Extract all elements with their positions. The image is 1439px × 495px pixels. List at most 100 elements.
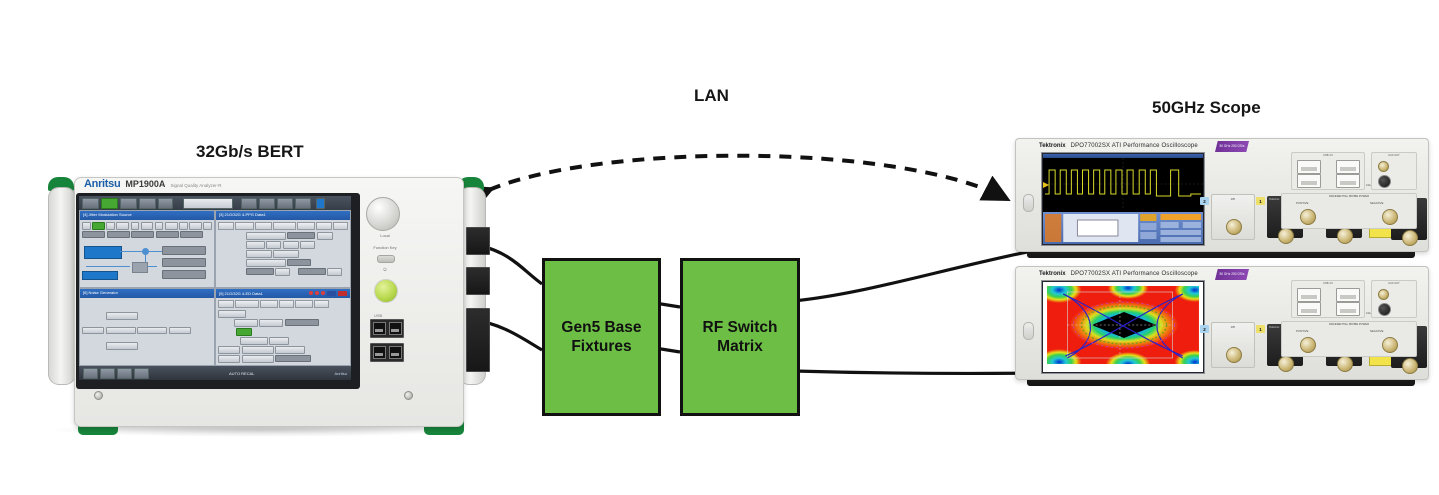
scope-bottom-usb-group[interactable]: USB 3.0 [1291, 280, 1365, 318]
ed-val-interval[interactable] [269, 337, 289, 345]
ppg-unit-bitrate[interactable] [316, 232, 333, 240]
noise-sel-presets[interactable] [105, 312, 138, 320]
jitter-toggle-row[interactable] [82, 222, 212, 230]
usb-pair-top[interactable] [370, 319, 404, 338]
ppg-tab-pattern[interactable] [255, 222, 273, 230]
scope-top-negative-connector[interactable] [1382, 209, 1398, 225]
scope-bottom-bnc-connector[interactable] [1378, 303, 1391, 316]
scope-bottom-usb-2[interactable] [1336, 288, 1360, 302]
block-gen5-base-fixtures[interactable]: Gen5 Base Fixtures [542, 258, 661, 416]
ed-sel-gating[interactable] [218, 310, 246, 318]
ed-tab-result[interactable] [218, 300, 234, 308]
instrument-bert[interactable]: Anritsu MP1900A Signal Quality Analyzer-… [26, 165, 494, 447]
instrument-scope-top[interactable]: Tektronix DPO77002SX ATI Performance Osc… [1015, 138, 1429, 258]
ppg-tab-misc2[interactable] [332, 222, 348, 230]
scope-top-usb-1[interactable] [1297, 160, 1321, 174]
scope-top-channel-tag-1[interactable]: 1 [1256, 197, 1265, 205]
noise-chk-data1[interactable] [82, 326, 104, 334]
block-rf-switch-matrix[interactable]: RF Switch Matrix [680, 258, 800, 416]
ed-val-timestamp[interactable] [275, 355, 311, 363]
bert-pane-ed[interactable]: [5] 21G/32G 4-ED Data1 [215, 288, 351, 366]
usb-ports-group[interactable] [370, 319, 404, 367]
sw-btn-autosearch[interactable] [277, 197, 293, 209]
ed-tab-capture[interactable] [295, 300, 313, 308]
scope-bottom-usb-3[interactable] [1297, 302, 1321, 316]
ed-tab-pattern[interactable] [260, 300, 278, 308]
bert-handle-left[interactable] [48, 187, 76, 385]
ed-tab-misc[interactable] [314, 300, 329, 308]
jitter-ssc-toggle[interactable] [140, 222, 154, 230]
jitter-ext-tag[interactable] [203, 222, 212, 230]
diagram-clock-source[interactable] [84, 246, 122, 259]
ppg-tab-misc1[interactable] [316, 222, 332, 230]
diagram-subrate-clock[interactable] [162, 270, 206, 279]
scope-top-display[interactable] [1043, 154, 1203, 244]
bert-screen[interactable]: [4] Jitter Modulation Source [79, 196, 351, 380]
sw-btn-misc[interactable] [158, 197, 173, 209]
ppg-sel-clockon[interactable] [300, 241, 315, 249]
jitter-val-2[interactable] [106, 231, 130, 238]
usb-port-1[interactable] [372, 322, 386, 335]
jitter-sj2-tag[interactable] [106, 222, 115, 230]
jitter-val-5[interactable] [180, 231, 203, 238]
diagram-ref-clock[interactable] [162, 258, 206, 267]
ppg-tab-bitcycle[interactable] [297, 222, 316, 230]
ppg-unit-amp1[interactable] [275, 268, 290, 276]
scope-bottom-probe1-sma[interactable] [1278, 356, 1294, 372]
jitter-rj-tag[interactable] [179, 222, 188, 230]
ppg-lbl-clock[interactable] [282, 241, 299, 249]
usb-pair-bottom[interactable] [370, 343, 404, 362]
diagram-clock-to-ppg[interactable] [162, 246, 206, 255]
usb-port-2[interactable] [388, 322, 402, 335]
scope-bottom-channel-tag-2[interactable]: 2 [1200, 325, 1209, 333]
ed-val-duration[interactable] [284, 319, 319, 327]
scope-top-usb-4[interactable] [1336, 174, 1360, 188]
scope-top-power-button[interactable] [1023, 194, 1034, 212]
scope-bottom-ati-sma[interactable] [1226, 347, 1242, 363]
status-btn-1[interactable] [83, 367, 98, 379]
ppg-tab-erroraddition[interactable] [273, 222, 297, 230]
scope-top-usb-2[interactable] [1336, 160, 1360, 174]
ed-toggle-on[interactable] [235, 328, 252, 336]
ed-btn-stop[interactable] [338, 291, 347, 296]
sw-btn-autoadjust[interactable] [295, 197, 311, 209]
sw-btn-start[interactable] [241, 197, 257, 209]
ppg-sel-interface[interactable] [245, 259, 286, 267]
ppg-tabs[interactable] [218, 222, 348, 230]
status-btn-4[interactable] [134, 367, 149, 379]
ppg-btn-setup[interactable] [273, 250, 299, 258]
scope-top-aux-sma[interactable] [1402, 230, 1418, 246]
scope-top-probe3-sma[interactable] [1337, 228, 1353, 244]
ppg-sel-dataon[interactable] [266, 241, 281, 249]
ppg-val-amp1[interactable] [245, 268, 274, 276]
scope-top-diff-probe-group[interactable]: DIFFERENTIAL PROBE POWER POSITIVE NEGATI… [1281, 193, 1417, 229]
ed-sel-datetime[interactable] [275, 346, 305, 354]
jitter-ssc-tag[interactable] [130, 222, 140, 230]
jitter-sj1-toggle[interactable] [92, 222, 105, 230]
ed-btn-clear[interactable] [218, 355, 240, 363]
ppg-sel-bitrate[interactable] [245, 232, 286, 240]
scope-bottom-display[interactable] [1043, 282, 1203, 372]
status-btn-2[interactable] [100, 367, 115, 379]
jitter-val-1[interactable] [82, 231, 105, 238]
ppg-val-att[interactable] [287, 259, 311, 267]
scope-top-ati-sma[interactable] [1226, 219, 1242, 235]
ppg-unit-amp2[interactable] [327, 268, 342, 276]
sw-btn-output[interactable] [101, 197, 118, 209]
ed-tab-input[interactable] [279, 300, 294, 308]
scope-top-aux-group[interactable]: AUX OUT [1371, 152, 1417, 190]
sw-btn-menu[interactable] [82, 197, 99, 209]
sw-btn-pattern[interactable] [120, 197, 137, 209]
scope-bottom-negative-connector[interactable] [1382, 337, 1398, 353]
scope-bottom-aux-group[interactable]: AUX OUT [1371, 280, 1417, 318]
scope-bottom-power-button[interactable] [1023, 322, 1034, 340]
bert-module-slot-3[interactable] [466, 308, 490, 372]
scope-bottom-usb-1[interactable] [1297, 288, 1321, 302]
usb-port-3[interactable] [372, 346, 386, 359]
scope-top-probe1-sma[interactable] [1278, 228, 1294, 244]
scope-bottom-diff-probe-group[interactable]: DIFFERENTIAL PROBE POWER POSITIVE NEGATI… [1281, 321, 1417, 357]
scope-top-aux-out-connector[interactable] [1378, 161, 1389, 172]
ed-tab-measurement[interactable] [235, 300, 259, 308]
jitter-buj-tag[interactable] [154, 222, 164, 230]
scope-bottom-positive-connector[interactable] [1300, 337, 1316, 353]
